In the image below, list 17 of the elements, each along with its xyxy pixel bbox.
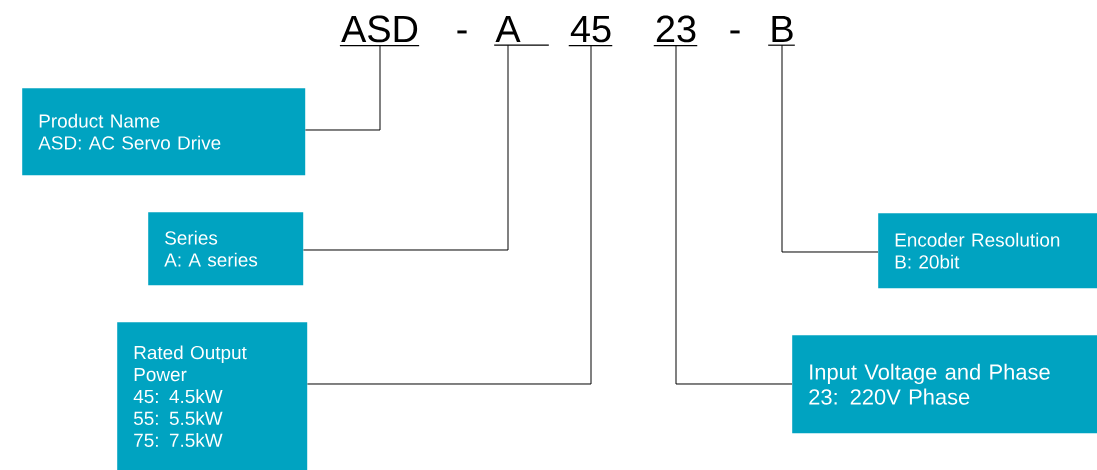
leader-line: [306, 45, 592, 385]
leader-line: [304, 45, 381, 131]
info-box: Series A: A series: [148, 212, 304, 286]
info-box: Encoder Resolution B: 20bit: [878, 213, 1097, 289]
leader-line: [675, 45, 793, 385]
info-box: Product Name ASD: AC Servo Drive: [22, 88, 306, 176]
info-box: Input Voltage and Phase 23: 220V Phase: [792, 335, 1097, 434]
code-segment: A: [493, 15, 550, 46]
code-segment: ASD: [339, 15, 420, 47]
code-segment: B: [767, 15, 796, 46]
leader-line: [781, 44, 879, 253]
leader-line: [302, 44, 509, 251]
separator-dash: -: [730, 30, 740, 34]
code-segment: 23: [653, 15, 698, 47]
code-segment: 45: [568, 15, 613, 47]
info-box: Rated Output Power 45: 4.5kW 55: 5.5kW 75: 7.5kW: [117, 322, 308, 470]
separator-dash: -: [457, 30, 467, 34]
